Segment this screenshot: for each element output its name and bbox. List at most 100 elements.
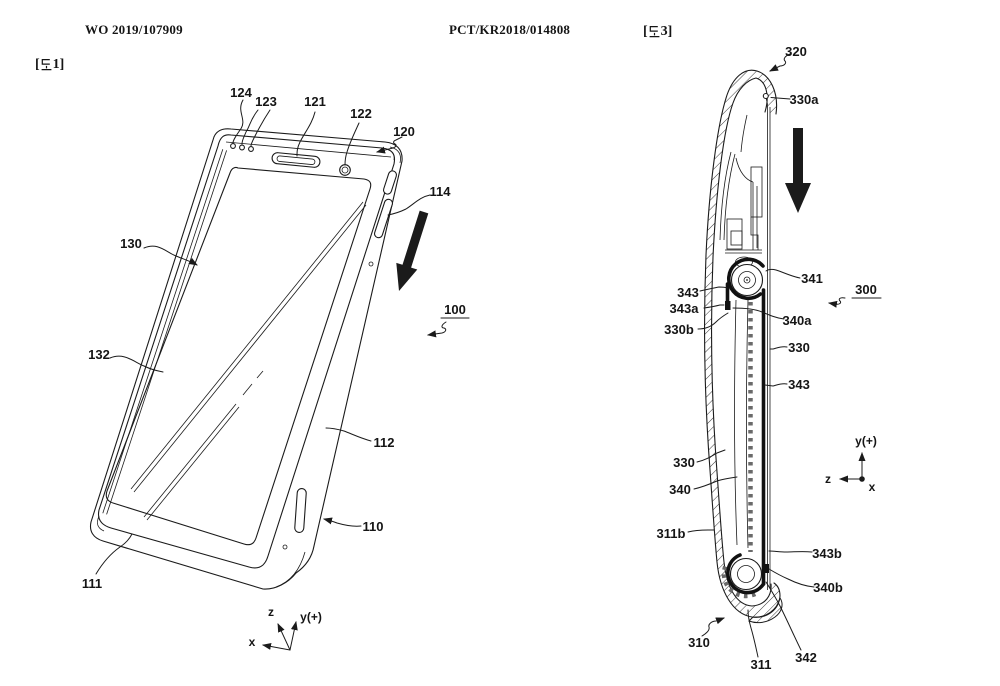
figure-3-tag-suffix: 3]	[660, 24, 673, 39]
display-end-330a	[762, 92, 769, 100]
ref-343-right-label: 343	[788, 377, 810, 392]
bottom-tip-line	[275, 551, 306, 588]
ref-343-right-leader	[764, 383, 788, 387]
ref-311-leader	[747, 609, 759, 658]
ref-123-leader	[241, 109, 259, 145]
ref-112-label: 112	[374, 435, 395, 450]
axis-z-label: z	[825, 472, 831, 486]
axis-x-arrow	[262, 643, 291, 651]
roll-direction-arrow	[785, 128, 811, 213]
ref-300-label: 300	[855, 282, 877, 297]
screen-reflection-line	[146, 406, 240, 521]
axis-z-label: z	[268, 605, 274, 619]
left-edge-line-1	[102, 149, 224, 514]
ref-100-label: 100	[444, 302, 466, 317]
housing-shell-hatched	[704, 70, 780, 618]
support-track-right-edge	[746, 299, 749, 549]
ref-340b-leader	[768, 568, 815, 588]
screen-reflection-dash	[242, 383, 253, 396]
ref-120-arrow	[376, 136, 403, 154]
screen-reflection-line	[143, 403, 237, 518]
ref-330-left-label: 330	[673, 455, 695, 470]
left-edge-line-2	[106, 150, 227, 515]
lower-roller	[729, 557, 763, 591]
screen-reflection-dash	[256, 370, 264, 379]
side-pinhole	[368, 261, 374, 267]
ref-132-label: 132	[88, 347, 110, 362]
axis-x-label: x	[869, 480, 876, 494]
lower-roller-inner	[737, 565, 755, 583]
ref-342-leader	[765, 581, 802, 651]
upper-roller-inner	[738, 271, 756, 289]
ref-343a-leader	[703, 304, 725, 309]
support-track-left-edge	[734, 299, 738, 546]
ref-340a-leader	[732, 307, 785, 320]
figure-3-tag-prefix: [	[643, 24, 648, 39]
ref-330-left-leader	[696, 449, 726, 463]
fixing-block-343a	[725, 301, 731, 310]
ref-300-arrow	[828, 297, 846, 308]
ref-320-label: 320	[785, 44, 807, 59]
ref-114-label: 114	[430, 184, 452, 199]
front-camera-lens	[339, 164, 351, 176]
sensor-dot-2	[239, 144, 245, 151]
earpiece-speaker-inner	[276, 155, 316, 165]
ref-343-upper-leader	[699, 286, 728, 292]
ref-311b-label: 311b	[657, 526, 686, 541]
ref-120-label: 120	[393, 124, 415, 139]
ref-124-leader	[232, 99, 244, 144]
bottom-pinhole	[282, 544, 288, 550]
ref-341-label: 341	[801, 271, 823, 286]
screen-reflection-line	[130, 201, 364, 490]
ref-330-right-leader	[769, 346, 788, 350]
ref-343-upper-label: 343	[677, 285, 699, 300]
ref-320-arrow	[769, 53, 791, 72]
support-sheet-343	[725, 257, 766, 595]
ref-340-label: 340	[669, 482, 691, 497]
hangul-do-glyph	[41, 59, 52, 71]
ref-121-leader	[296, 111, 316, 157]
ref-310-arrow	[701, 617, 725, 637]
ref-132-leader	[109, 355, 164, 373]
housing-inner-edge	[711, 77, 772, 607]
upper-roller-center	[746, 279, 748, 281]
ref-340a-label: 340a	[783, 313, 813, 328]
sensor-dot-3	[248, 146, 254, 152]
corner-seam-top-right	[389, 146, 401, 164]
ref-340b-label: 340b	[813, 580, 843, 595]
axis-origin-dot	[859, 476, 865, 482]
hangul-do-glyph	[649, 26, 660, 38]
ref-343b-leader	[768, 550, 813, 553]
screen-reflection-line	[133, 204, 367, 493]
ref-311-label: 311	[751, 657, 772, 672]
axis-x-label: x	[249, 635, 256, 649]
support-track-teeth-arc	[721, 565, 759, 599]
volume-button	[374, 198, 393, 239]
ref-342-label: 342	[795, 650, 817, 665]
ref-111-label: 111	[82, 576, 102, 591]
figure-3-tag: [ 3]	[643, 24, 672, 40]
internal-frame	[719, 114, 763, 268]
top-edge-line	[225, 141, 392, 158]
ref-124-label: 124	[230, 85, 252, 100]
ref-343b-label: 343b	[812, 546, 842, 561]
ref-110-arrow	[323, 517, 362, 527]
ref-330-right-label: 330	[788, 340, 810, 355]
power-button	[382, 170, 398, 195]
ref-341-leader	[765, 268, 801, 279]
ref-123-label: 123	[255, 94, 277, 109]
figure-1-tag: [ 1]	[35, 57, 64, 73]
sheet-upper-loop	[726, 257, 765, 301]
ref-340-leader	[693, 476, 738, 490]
ref-330a-label: 330a	[790, 92, 820, 107]
axis-y-arrow	[289, 621, 298, 651]
publication-number: WO 2019/107909	[85, 22, 183, 37]
axes-fig1: z y(+) x	[249, 605, 322, 651]
ref-330b-leader	[697, 312, 729, 330]
ref-330b-label: 330b	[664, 322, 694, 337]
ref-130-arrow	[143, 245, 198, 266]
fixing-block-340b	[762, 564, 769, 573]
front-camera-inner	[341, 166, 349, 174]
